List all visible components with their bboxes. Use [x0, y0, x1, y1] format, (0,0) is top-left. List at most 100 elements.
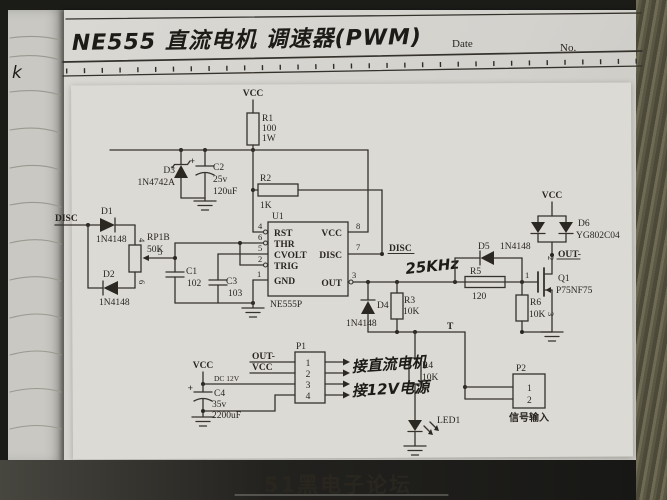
r4-value: 10K	[422, 373, 439, 383]
vcc-net-label: VCC	[542, 191, 563, 201]
watermark-text: 51黑电子论坛	[264, 473, 412, 497]
p1-pin1: 1	[306, 359, 311, 369]
c4-plus: +	[188, 384, 193, 394]
led1-ref: LED1	[437, 416, 460, 426]
freq-annotation: 25KHz	[405, 254, 461, 278]
output-led-section: D4 1N4148 R3 10K T R4 10K LED1	[346, 280, 549, 456]
r2-ref: R2	[260, 174, 271, 184]
ic-body	[267, 221, 349, 297]
d2-part: 1N4148	[99, 298, 130, 308]
ground-symbol	[193, 197, 217, 211]
c2-value: 25v	[213, 175, 228, 185]
ground-symbol	[241, 302, 265, 318]
resistor-r1	[246, 112, 260, 146]
p1-ref: P1	[296, 342, 306, 352]
signal-input-label: 信号输入	[509, 411, 549, 424]
p1-pin2: 2	[306, 370, 311, 380]
r1-ref: R1	[262, 114, 273, 124]
u1-pin-disc-num: 7	[356, 242, 360, 252]
u1-pin-trig-num: 2	[258, 254, 262, 264]
c1-value: 102	[187, 279, 202, 289]
c4-cap: 2200uF	[212, 411, 241, 421]
out-minus-net-label: OUT-	[252, 352, 275, 362]
c2-ref: C2	[213, 163, 224, 173]
c4-value: 35v	[212, 400, 227, 410]
resistor-r2	[257, 183, 299, 197]
date-label: Date	[452, 38, 473, 50]
r6-ref: R6	[530, 298, 541, 308]
watermark: 51黑电子论坛	[234, 473, 449, 497]
u1-pin-out: OUT	[321, 279, 342, 289]
u1-pin-gnd: GND	[274, 277, 295, 287]
c2-plus: +	[190, 157, 195, 167]
motor-annotation: 接直流电机	[351, 353, 428, 376]
table-surface-bottom	[0, 460, 667, 500]
d4-ref: D4	[377, 301, 389, 311]
c3-value: 103	[228, 289, 243, 299]
page-title: NE555 直流电机 调速器(PWM)	[72, 25, 422, 56]
connector-power-section: P1 1 2 3 4 OUT- VCC 接直流电机 接12V电源 VCC DC …	[188, 342, 433, 427]
vcc-net-label: VCC	[243, 89, 264, 99]
c3-ref: C3	[226, 277, 237, 287]
p2-ref: P2	[516, 364, 526, 374]
vcc-net-label: VCC	[252, 363, 273, 373]
vcc-net-label: VCC	[193, 361, 214, 371]
rp1-top-pin: 4	[137, 238, 147, 243]
p1-pin4: 4	[306, 392, 311, 402]
power-annotation: 接12V电源	[351, 378, 432, 400]
c1-ref: C1	[186, 267, 197, 277]
rp1-ref: RP1B	[147, 233, 170, 243]
u1-pin-rst-num: 4	[258, 221, 263, 231]
power-regulator-section: VCC R1 100 1W D3 1N4742A + C2 25v	[109, 89, 383, 255]
no-label: No.	[560, 42, 576, 54]
r3-ref: R3	[404, 296, 415, 306]
out-minus-net-label: OUT-	[558, 250, 581, 260]
diode-d5	[480, 251, 494, 265]
resistor-r3	[390, 292, 404, 320]
q1-source-pin: 3	[546, 312, 556, 316]
r3-value: 10K	[403, 307, 420, 317]
u1-pin-gnd-num: 1	[257, 269, 261, 279]
q1-part: P75NF75	[556, 286, 593, 296]
r4-ref: R4	[422, 361, 433, 371]
resistor-r6	[515, 294, 529, 322]
u1-pin-thr: THR	[274, 240, 295, 250]
t-node-label: T	[447, 322, 454, 332]
ground-symbol	[403, 445, 427, 456]
neighbor-page-rules: k	[9, 35, 62, 430]
d4-part: 1N4148	[346, 319, 377, 329]
side-note: k	[12, 63, 23, 83]
u1-pin-trig: TRIG	[274, 262, 299, 272]
q1-gate-pin: 1	[525, 270, 529, 280]
dc12v-label: DC 12V	[214, 374, 240, 383]
resistor-r5	[464, 275, 506, 289]
r5-value: 120	[472, 292, 487, 302]
diode-d1	[100, 218, 115, 232]
connector-p2	[512, 373, 546, 409]
timing-network-section: DISC D1 1N4148 D2 1N4148 RP1B 50K 5 4	[54, 207, 265, 318]
q1-ref: Q1	[558, 274, 570, 284]
c4-ref: C4	[214, 389, 225, 399]
diode-d6-b	[559, 222, 573, 233]
disc-net-label-left: DISC	[55, 214, 78, 224]
d6-ref: D6	[578, 219, 590, 229]
u1-pin-thr-num: 6	[258, 232, 262, 242]
r1-value: 100	[262, 124, 277, 134]
c2-cap: 120uF	[213, 187, 237, 197]
p2-pin2: 2	[527, 396, 532, 406]
d3-part: 1N4742A	[138, 178, 176, 188]
rp1-wiper-pin: 5	[158, 247, 162, 257]
d2-ref: D2	[103, 270, 115, 280]
title-block: NE555 直流电机 调速器(PWM) Date No.	[62, 12, 643, 77]
d5-ref: D5	[478, 242, 490, 252]
u1-part: NE555P	[270, 300, 302, 310]
u1-ref: U1	[272, 212, 284, 222]
u1-pin-rst: RST	[274, 229, 293, 239]
connector-p1	[294, 351, 326, 404]
q1-drain-pin: 2	[546, 256, 556, 260]
rp1-value: 50K	[147, 245, 164, 255]
p1-pin3: 3	[306, 381, 311, 391]
gate-drive-section: D5 1N4148 R5 120 1 R6 10K Q1 P75NF75 2 3	[454, 191, 620, 342]
